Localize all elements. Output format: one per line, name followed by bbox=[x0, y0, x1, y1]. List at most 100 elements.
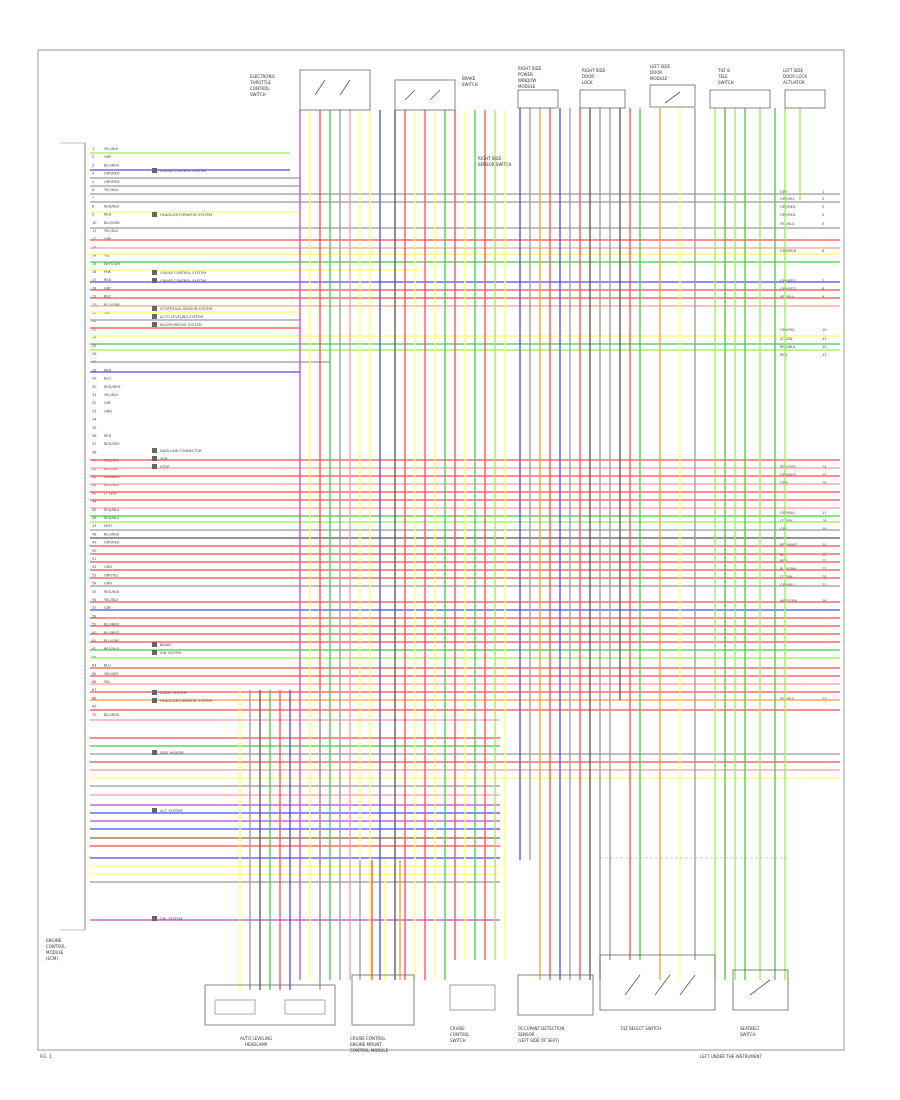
note-marker bbox=[152, 270, 157, 275]
pin-number: 40 bbox=[92, 467, 96, 471]
component-right-door-2: RIGHT SIDE DOOR LOCK bbox=[579, 68, 626, 109]
pin-number: 28 bbox=[92, 368, 96, 372]
svg-text:RIGHT SIDE: RIGHT SIDE bbox=[478, 156, 502, 161]
wire-label: RED bbox=[780, 559, 788, 563]
svg-text:AUTO LEVELING: AUTO LEVELING bbox=[240, 1036, 272, 1041]
note-marker bbox=[152, 306, 157, 311]
wire-label: BLU/RED bbox=[104, 713, 120, 717]
wire-label: BLU/GRN bbox=[104, 221, 120, 225]
wire-label: RED bbox=[104, 213, 112, 217]
note-marker bbox=[152, 808, 157, 813]
pin-number: 64 bbox=[92, 664, 97, 668]
system-note: STOP bbox=[160, 465, 169, 469]
wire-label: YEL/GRY bbox=[104, 672, 119, 676]
wire-label: GRY bbox=[780, 527, 788, 531]
svg-text:TILT &: TILT & bbox=[717, 68, 730, 73]
svg-text:(LEFT SIDE OF SEAT): (LEFT SIDE OF SEAT) bbox=[518, 1038, 560, 1043]
wire-label: YEL/BLK bbox=[104, 147, 119, 151]
svg-text:DOOR: DOOR bbox=[650, 70, 662, 75]
svg-text:CRUISE CONTROL: CRUISE CONTROL bbox=[350, 1036, 386, 1041]
ecm-connector bbox=[60, 142, 86, 931]
pin-number: 19 bbox=[92, 295, 96, 299]
pin-number: 14 bbox=[92, 254, 97, 258]
wire-label: BLU bbox=[104, 377, 111, 381]
pin-number: 36 bbox=[92, 434, 96, 438]
svg-text:LOCK: LOCK bbox=[582, 80, 593, 85]
svg-text:HEADLAMP: HEADLAMP bbox=[245, 1042, 268, 1047]
pin-number: 9 bbox=[92, 213, 94, 217]
pin-number: 15 bbox=[822, 473, 826, 477]
pin-number: 26 bbox=[92, 352, 96, 356]
wire-label: WHT bbox=[104, 524, 113, 528]
pin-number: 11 bbox=[822, 337, 826, 341]
wire-label: GRY/RED bbox=[104, 180, 120, 184]
system-note: CRUISE CONTROL SYSTEM bbox=[160, 271, 206, 275]
pin-number: 18 bbox=[92, 286, 96, 290]
wire-label: BLU/GRY bbox=[104, 467, 120, 471]
wire-label: YEL/BLU bbox=[104, 229, 119, 233]
component-left-door-lock: LEFT SIDE DOOR LOCK ACTUATOR bbox=[783, 68, 826, 109]
pin-number: 44 bbox=[92, 500, 97, 504]
pin-number: 5 bbox=[822, 222, 824, 226]
wire-label: RED/BLK bbox=[104, 204, 120, 208]
wire-label: YEL/BLU bbox=[780, 697, 795, 701]
wire-label: BLU/RED bbox=[104, 532, 120, 536]
pin-number: 34 bbox=[92, 418, 97, 422]
pin-number: 5 bbox=[92, 180, 94, 184]
pin-number: 41 bbox=[92, 475, 96, 479]
pin-number: 24 bbox=[92, 336, 97, 340]
note-marker bbox=[152, 212, 157, 217]
system-note: DRL SYSTEM bbox=[160, 917, 182, 921]
pin-number: 21 bbox=[92, 311, 96, 315]
wire-label: BLU/RED bbox=[104, 623, 120, 627]
wire-label: RED/BLU bbox=[104, 647, 120, 651]
wire-label: YEL/BLU bbox=[780, 222, 795, 226]
note-marker bbox=[152, 456, 157, 461]
wire-label: GRN bbox=[780, 481, 788, 485]
ecm-label: ENGINE CONTROL MODULE (ECM) bbox=[46, 938, 66, 961]
pin-number: 11 bbox=[92, 229, 96, 233]
wire-label: LT GRN bbox=[104, 491, 117, 495]
pin-number: 30 bbox=[92, 385, 96, 389]
system-note: SEAT HEATER bbox=[160, 751, 184, 755]
pin-number: 46 bbox=[92, 516, 96, 520]
system-note: CRUISE CONTROL SYSTEM bbox=[160, 169, 206, 173]
pin-number: 1 bbox=[822, 190, 824, 194]
wire-label: PNK bbox=[104, 270, 112, 274]
pin-number: 57 bbox=[92, 606, 96, 610]
pin-number: 20 bbox=[822, 543, 826, 547]
pin-number: 2 bbox=[822, 197, 824, 201]
svg-text:RIGHT SIDE: RIGHT SIDE bbox=[582, 68, 606, 73]
right-sensor-note: RIGHT SIDE SENSOR SWITCH bbox=[478, 156, 511, 167]
wire-label: RED bbox=[104, 368, 112, 372]
wire-label: BLU/GRN bbox=[780, 567, 796, 571]
svg-text:SWITCH: SWITCH bbox=[250, 92, 266, 97]
svg-text:RIGHT SIDE: RIGHT SIDE bbox=[518, 66, 542, 71]
wire-label: BLU bbox=[780, 553, 787, 557]
pin-number: 62 bbox=[92, 647, 96, 651]
wire-label: LT GRN bbox=[780, 575, 793, 579]
svg-text:SEATBELT: SEATBELT bbox=[740, 1026, 760, 1031]
wire-label: RED/WHT bbox=[780, 543, 798, 547]
wire-label: YEL/BLU bbox=[104, 393, 119, 397]
wire-label: RED/BLK bbox=[104, 590, 120, 594]
wire-label: GRY/BLU bbox=[780, 511, 795, 515]
wire-label: RED/BLU bbox=[104, 516, 120, 520]
wire-label: YEL bbox=[104, 254, 110, 258]
wire-label: GRY bbox=[104, 155, 112, 159]
pin-number: 10 bbox=[822, 328, 826, 332]
svg-text:MODULE: MODULE bbox=[518, 84, 536, 89]
pin-number: 68 bbox=[92, 696, 96, 700]
wire-label: GRN/RED bbox=[780, 249, 797, 253]
svg-text:OCCUPANT DETECTION: OCCUPANT DETECTION bbox=[518, 1026, 564, 1031]
wire-label: RED/BLU bbox=[104, 508, 120, 512]
pin-number: 49 bbox=[92, 541, 96, 545]
pin-number: 65 bbox=[92, 672, 96, 676]
pin-number: 12 bbox=[92, 237, 96, 241]
svg-text:BRAKE: BRAKE bbox=[462, 76, 476, 81]
footer-right: LEFT UNDER THE INSTRUMENT bbox=[700, 1054, 762, 1059]
wire-label: YEL bbox=[104, 680, 110, 684]
component-auto-leveling: AUTO LEVELING HEADLAMP bbox=[204, 984, 336, 1047]
svg-text:LEFT SIDE: LEFT SIDE bbox=[650, 64, 671, 69]
pin-number: 25 bbox=[822, 583, 826, 587]
